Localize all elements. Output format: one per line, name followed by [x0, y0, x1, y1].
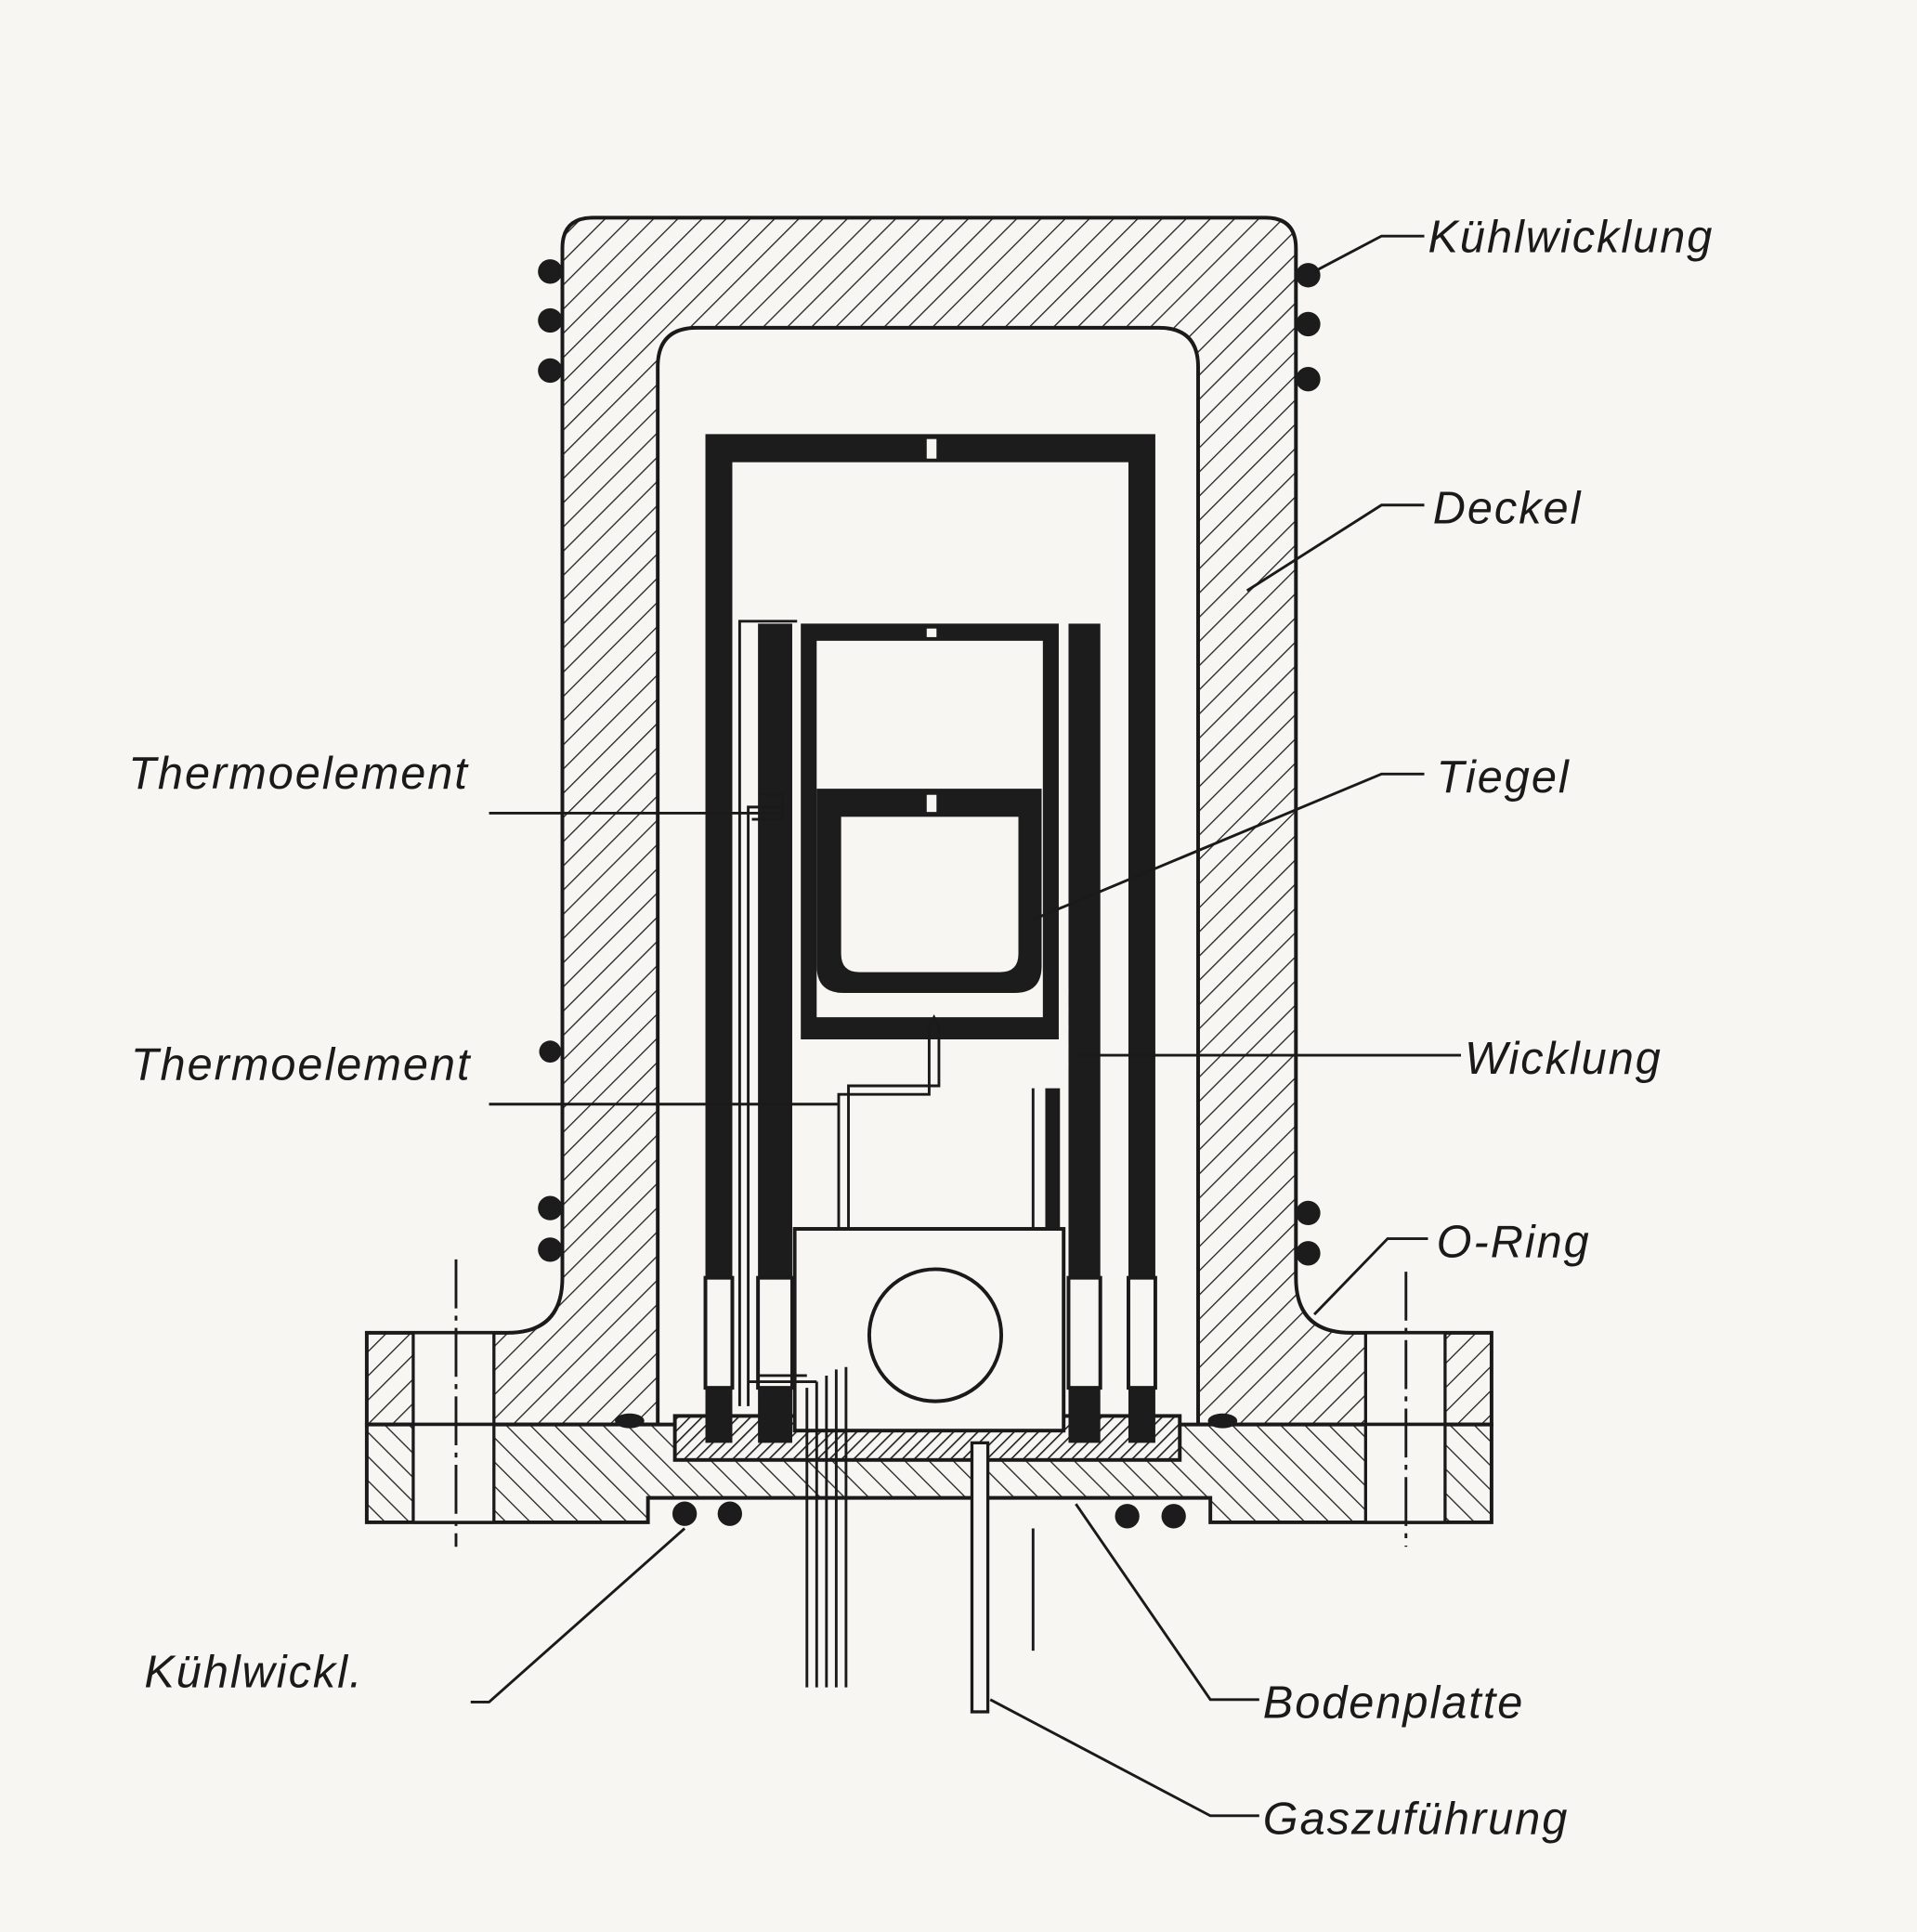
bolt-hole-left-lower [411, 1422, 496, 1524]
label-deckel: Deckel [1433, 483, 1583, 533]
bolt-hole-left-upper [411, 1331, 496, 1427]
label-kuehlwicklung: Kühlwicklung [1428, 212, 1714, 262]
gas-feed-tube [970, 1441, 990, 1714]
label-tiegel: Tiegel [1437, 752, 1571, 803]
label-thermoelement-top: Thermoelement [128, 749, 469, 799]
label-gaszufuehrung: Gaszuführung [1263, 1795, 1570, 1845]
label-o-ring: O-Ring [1437, 1217, 1591, 1267]
deckel-lid [364, 215, 1493, 1427]
wicklung-left [758, 623, 792, 1278]
label-kuehlwickl: Kühlwickl. [144, 1648, 363, 1698]
tiegel-crucible [816, 789, 1042, 993]
label-bodenplatte: Bodenplatte [1263, 1678, 1525, 1729]
viewing-window [867, 1267, 1004, 1403]
o-ring-right [1207, 1413, 1238, 1429]
cooling-coil-dots [538, 259, 1321, 1529]
lower-support-block [792, 1227, 1066, 1433]
label-thermoelement-bottom: Thermoelement [131, 1039, 472, 1090]
label-wicklung: Wicklung [1465, 1034, 1663, 1084]
thermocouple-wires [737, 620, 1035, 1688]
wicklung-right [1068, 623, 1101, 1278]
leader-lines [470, 234, 1462, 1818]
o-ring-left [615, 1413, 645, 1429]
